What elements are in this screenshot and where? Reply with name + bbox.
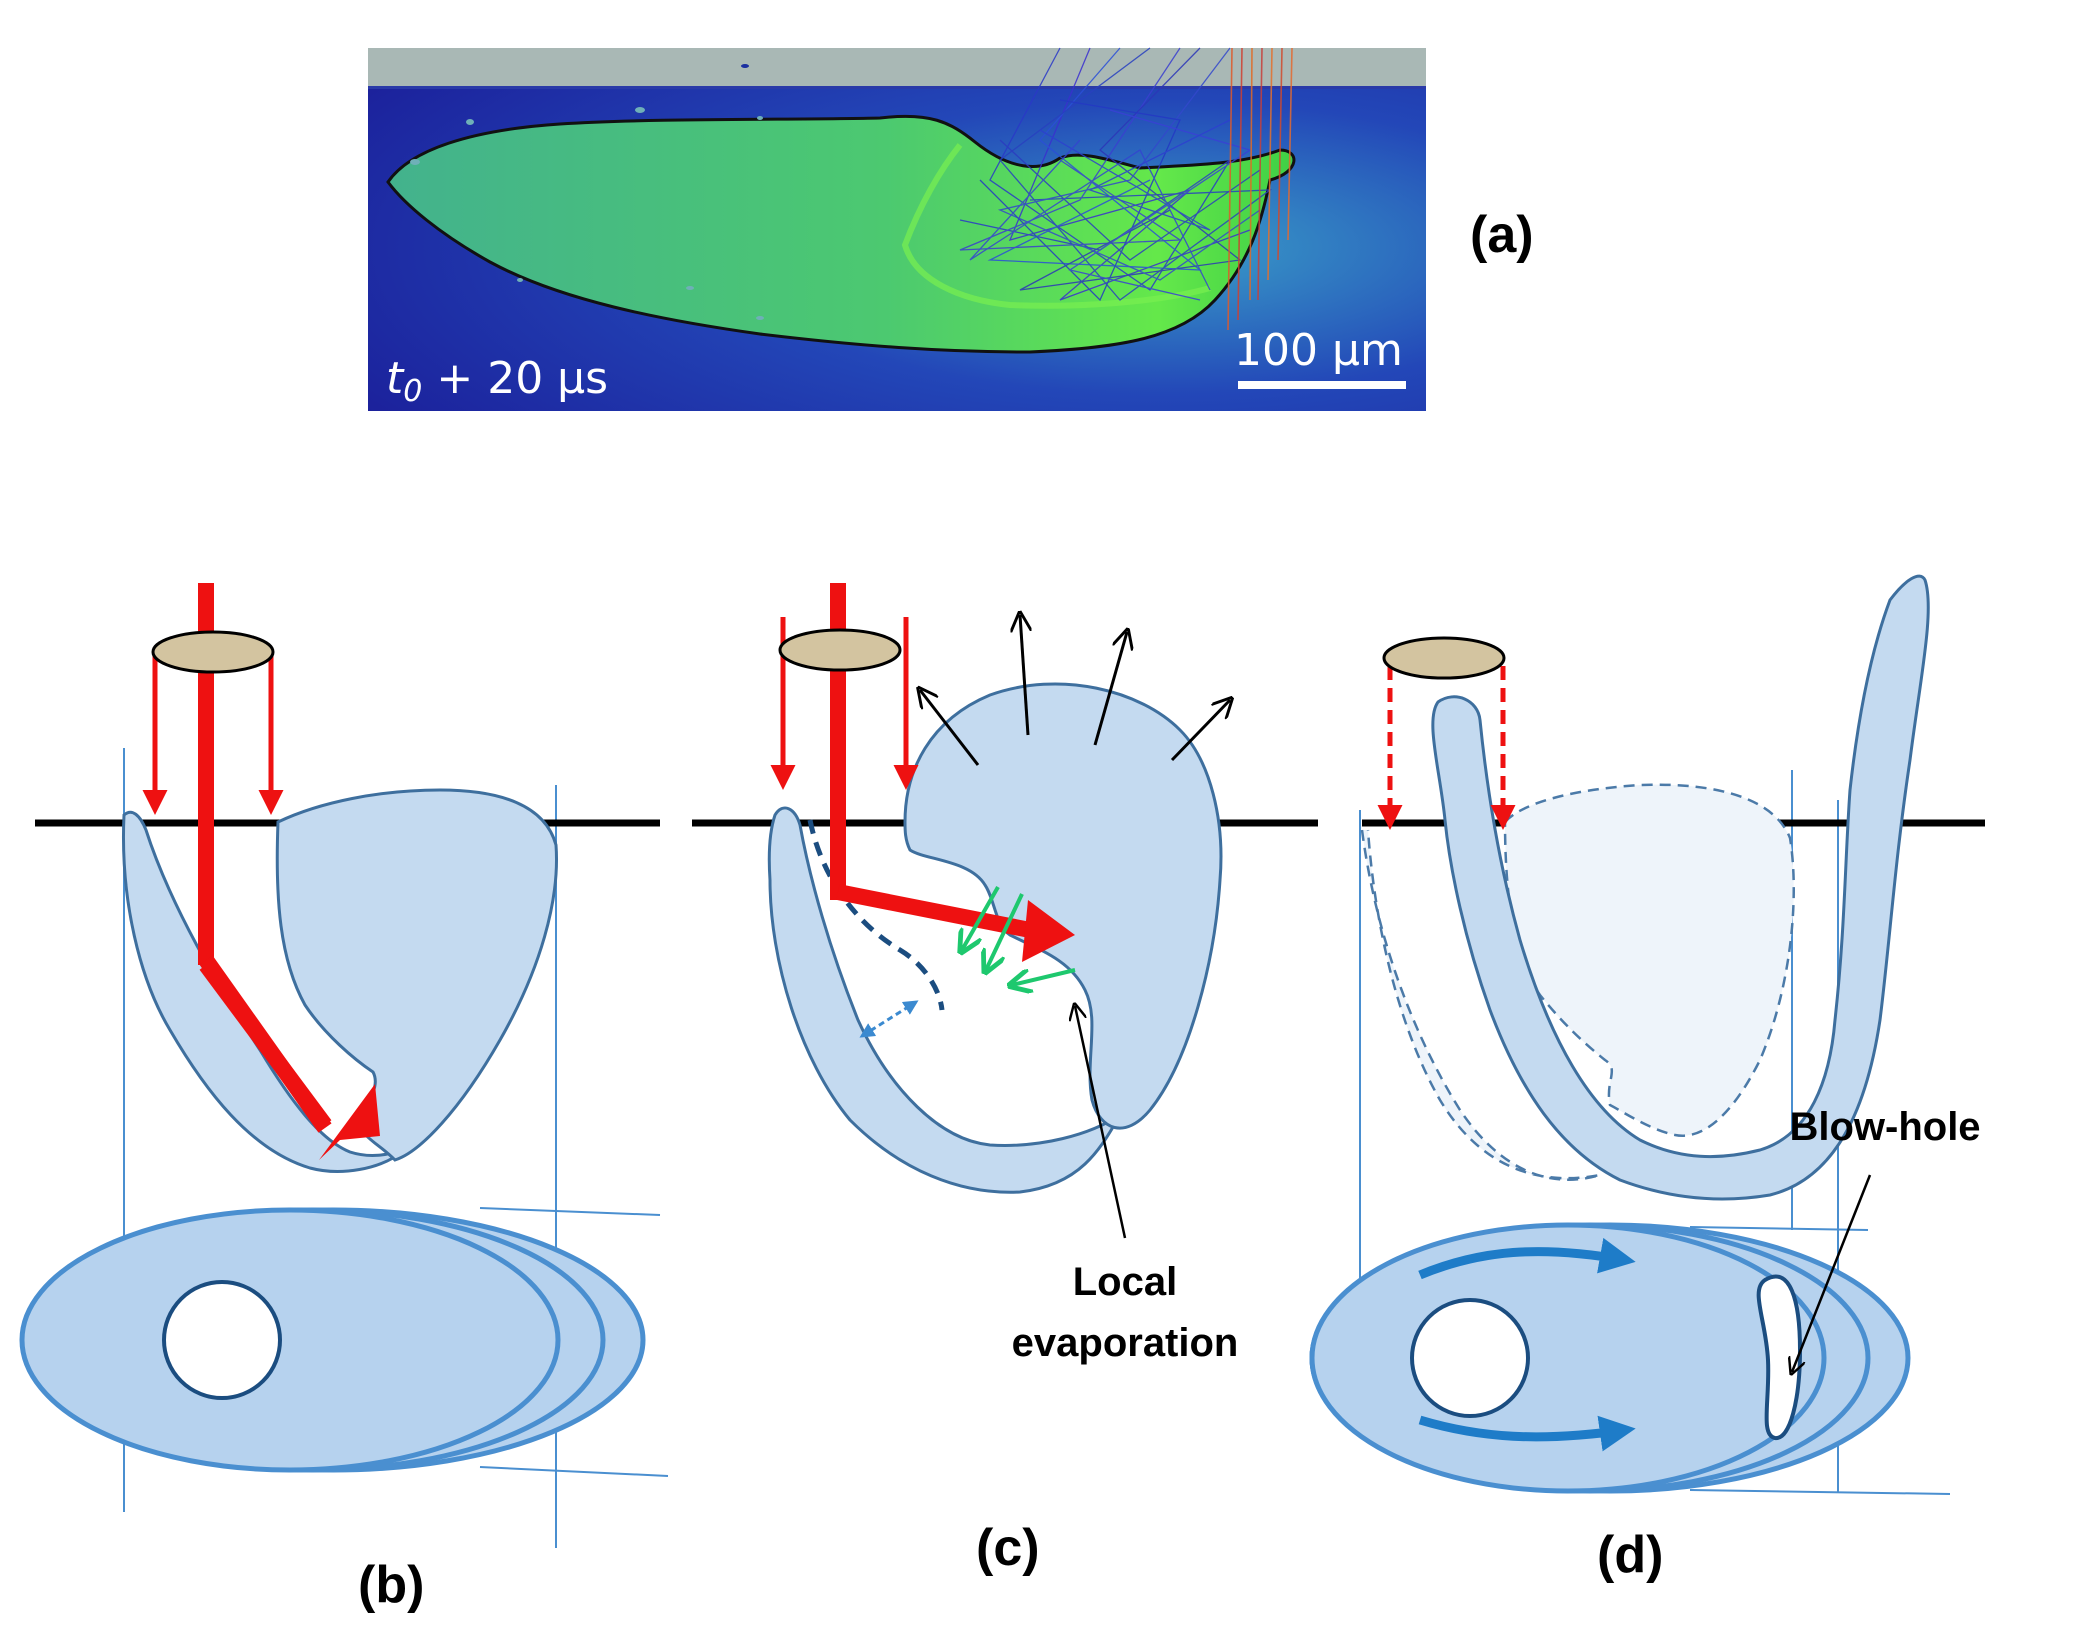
rear-melt-bulge bbox=[903, 682, 1223, 1130]
annotation-evaporation: evaporation bbox=[1012, 1321, 1239, 1365]
time-label-suffix: + 20 µs bbox=[422, 353, 608, 404]
scale-bar-label: 100 µm bbox=[1234, 325, 1403, 376]
guide-line-top bbox=[1689, 1226, 1869, 1231]
laser-reflection-tip bbox=[319, 1084, 380, 1160]
sim-spatter-droplets bbox=[410, 64, 764, 320]
top-view-keyhole bbox=[1410, 1298, 1530, 1418]
vapor-arrow-2 bbox=[1020, 615, 1028, 736]
lens-icon bbox=[151, 630, 275, 674]
panel-b-label: (b) bbox=[358, 1556, 424, 1614]
top-view-keyhole bbox=[162, 1280, 282, 1400]
lens-icon bbox=[778, 628, 902, 672]
annotation-leader bbox=[1075, 1006, 1127, 1239]
guide-line-bottom bbox=[1689, 1489, 1951, 1495]
keyhole-wall bbox=[1431, 574, 1930, 1201]
panel-c: Local evaporation bbox=[692, 583, 1318, 1365]
laser-bend bbox=[199, 955, 332, 1133]
top-view-ellipse-1 bbox=[1309, 1222, 1827, 1494]
vapor-arrow-4 bbox=[1170, 700, 1230, 762]
top-view-ellipse-1 bbox=[19, 1207, 561, 1473]
panel-a-label: (a) bbox=[1470, 206, 1534, 264]
sim-surface-line bbox=[368, 86, 1426, 89]
previous-melt-dashed bbox=[1503, 783, 1795, 1137]
flow-arrow-bottom bbox=[1418, 1415, 1636, 1452]
scale-bar bbox=[1238, 381, 1406, 389]
panel-d-label: (d) bbox=[1597, 1526, 1663, 1584]
panel-c-label: (c) bbox=[976, 1519, 1040, 1577]
blow-hole-leader bbox=[1792, 1174, 1872, 1372]
panel-a-simulation: t0 + 20 µs 100 µm bbox=[368, 47, 1426, 411]
sim-ray-traces bbox=[959, 47, 1273, 302]
guide-line-bottom bbox=[479, 1466, 669, 1477]
lens-icon bbox=[1382, 636, 1506, 680]
sim-keyhole-wall bbox=[901, 143, 1211, 309]
time-label-t: t bbox=[386, 353, 405, 404]
evaporation-arrow-3 bbox=[1012, 968, 1076, 985]
vapor-arrow-1 bbox=[920, 690, 980, 766]
flow-arrow-top bbox=[1418, 1237, 1636, 1280]
previous-wall-dashed bbox=[1360, 829, 1601, 1182]
time-label-sub: 0 bbox=[403, 374, 422, 409]
blow-hole-pore bbox=[1756, 1274, 1803, 1440]
panel-b bbox=[19, 583, 669, 1548]
annotation-blow-hole: Blow-hole bbox=[1789, 1105, 1980, 1149]
rear-melt-pool bbox=[275, 788, 558, 1162]
evaporation-arrow-1 bbox=[962, 886, 1000, 950]
vapor-arrow-3 bbox=[1093, 632, 1127, 746]
time-label: t0 + 20 µs bbox=[386, 353, 608, 409]
panel-d: Blow-hole bbox=[1309, 574, 1985, 1495]
sim-gas-region bbox=[368, 48, 1426, 88]
laser-reflection-tip bbox=[1022, 900, 1075, 962]
guide-line-top bbox=[479, 1207, 661, 1216]
previous-wall-dashed bbox=[807, 819, 945, 1011]
wall-displacement-arrow bbox=[859, 1000, 919, 1038]
sim-laser-rays bbox=[1227, 47, 1293, 331]
evaporation-arrow-2 bbox=[986, 893, 1024, 970]
annotation-local: Local bbox=[1073, 1260, 1177, 1304]
